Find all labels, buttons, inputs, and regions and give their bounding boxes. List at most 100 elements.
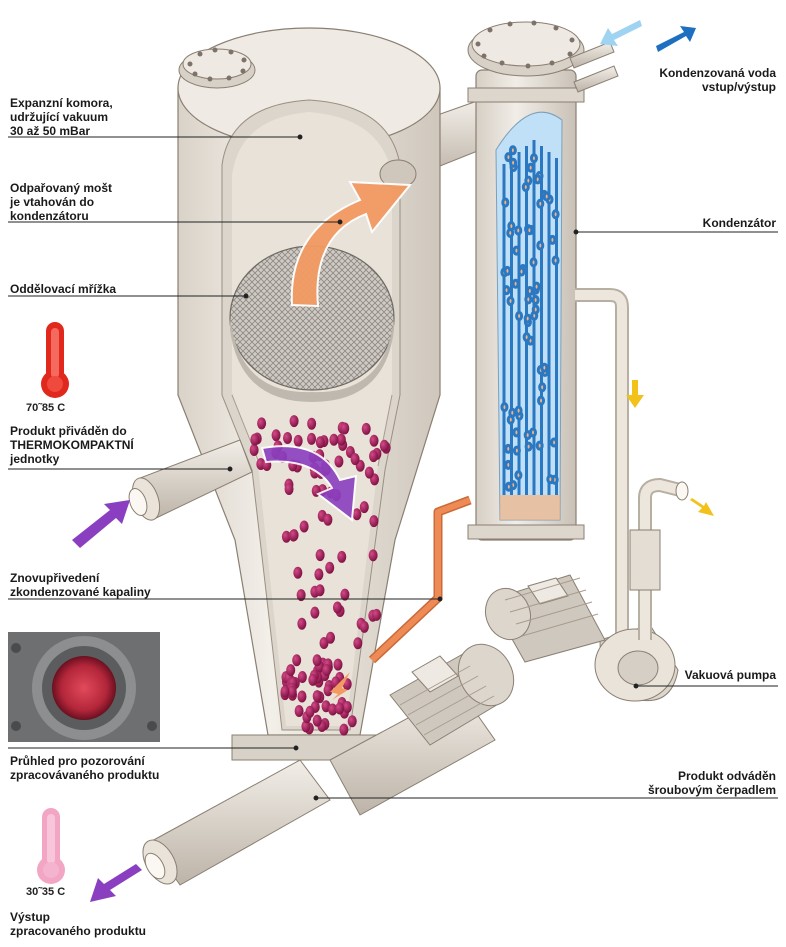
- berry: [369, 434, 379, 447]
- berry: [352, 508, 362, 521]
- label-separation-grid: Oddělovací mřížka: [10, 282, 117, 296]
- condensate-droplet: [529, 427, 538, 438]
- berry: [314, 568, 324, 581]
- berry: [271, 429, 281, 442]
- berry: [280, 685, 290, 698]
- vacuum-pump: [484, 477, 689, 702]
- berry: [281, 530, 291, 543]
- berry: [335, 702, 345, 715]
- condensate-droplet: [525, 285, 534, 296]
- berry: [292, 654, 302, 667]
- condensate-droplet: [511, 278, 520, 289]
- sight-glass-photo: [8, 632, 160, 742]
- condensate-droplet: [514, 470, 523, 481]
- berry: [325, 631, 335, 644]
- berry: [297, 671, 307, 684]
- condensate-droplet: [504, 481, 513, 492]
- condensate-droplet: [521, 182, 530, 193]
- condensate-droplet: [533, 174, 542, 185]
- berry: [315, 584, 325, 597]
- label-recirculation: Znovupřivedení zkondenzované kapaliny: [10, 571, 151, 599]
- berry: [319, 637, 329, 650]
- label-condenser: Kondenzátor: [702, 216, 776, 230]
- condensate-droplet: [548, 234, 557, 245]
- berry: [340, 422, 350, 435]
- condensate-droplet: [536, 240, 545, 251]
- condensate-droplet: [525, 225, 534, 236]
- condensate-droplet: [508, 145, 517, 156]
- label-evaporated-must: Odpařovaný mošt je vtahován do kondenzát…: [10, 181, 113, 223]
- berry: [296, 589, 306, 602]
- berry: [284, 482, 294, 495]
- condensate-droplet: [514, 225, 523, 236]
- berry: [325, 561, 335, 574]
- berry: [336, 433, 346, 446]
- condensate-droplet: [551, 255, 560, 266]
- condenser-unit: [467, 20, 629, 650]
- berry: [368, 549, 378, 562]
- condensate-droplet: [515, 311, 524, 322]
- berry: [339, 723, 349, 736]
- label-sight-glass: Průhled pro pozorování zpracovávaného pr…: [10, 754, 160, 782]
- vacuum-flow-arrow: [626, 380, 644, 408]
- condensate-droplet: [509, 157, 518, 168]
- condensate-droplet: [502, 285, 511, 296]
- berry: [340, 588, 350, 601]
- condensate-droplet: [517, 266, 526, 277]
- condensate-droplet: [531, 294, 540, 305]
- product-flow-arrow: [260, 445, 358, 522]
- berry: [347, 715, 357, 728]
- berry: [307, 417, 317, 430]
- condensate-droplet: [523, 313, 532, 324]
- recirculation-pipe: [368, 495, 472, 664]
- condensate-droplet: [551, 209, 560, 220]
- expansion-tank: [177, 27, 441, 736]
- berry: [361, 422, 371, 435]
- inlet-arrow: [72, 500, 130, 548]
- berry: [350, 453, 360, 466]
- berry: [337, 550, 347, 563]
- berry: [353, 637, 363, 650]
- label-output: Výstup zpracovaného produktu: [10, 910, 147, 938]
- berry: [359, 620, 369, 633]
- condensate-droplet: [504, 443, 513, 454]
- condensate-droplet: [542, 191, 551, 202]
- berry: [342, 701, 352, 714]
- vapor-arrow: [290, 180, 413, 308]
- berry: [323, 684, 333, 697]
- leader-lines: [8, 134, 778, 801]
- berry: [328, 703, 338, 716]
- berry: [283, 431, 293, 444]
- condensate-droplet: [512, 445, 521, 456]
- condensate-droplet: [526, 162, 535, 173]
- label-product-inlet: Produkt přiváděn do THERMOKOMPAKTNÍ jedn…: [10, 424, 134, 466]
- berry: [297, 617, 307, 630]
- berry: [372, 608, 382, 621]
- berry: [323, 513, 333, 526]
- recirculation-arrow: [330, 672, 350, 700]
- condensate-droplet: [512, 427, 521, 438]
- condensate-droplet: [506, 414, 515, 425]
- berry: [293, 434, 303, 447]
- screw-pump: [142, 643, 515, 886]
- condensate-droplet: [522, 332, 531, 343]
- berry: [299, 520, 309, 533]
- condensate-droplet: [504, 152, 513, 163]
- condensate-droplet: [524, 294, 533, 305]
- berry: [305, 705, 315, 718]
- berry: [369, 515, 379, 528]
- berry: [334, 455, 344, 468]
- condensate-droplet: [538, 382, 547, 393]
- water-out-arrow: [656, 26, 696, 52]
- label-vacuum-pump: Vakuová pumpa: [684, 668, 776, 682]
- berry: [286, 664, 296, 677]
- outlet-arrow: [90, 864, 142, 902]
- berry: [250, 433, 260, 446]
- thermometer-cool-icon: [37, 808, 65, 884]
- condensate-droplet: [536, 198, 545, 209]
- label-screw-pump: Produkt odváděn šroubovým čerpadlem: [647, 769, 776, 797]
- thermometer-hot-label: 70˜85 C: [26, 402, 66, 414]
- condensate-droplet: [537, 395, 546, 406]
- berry: [315, 436, 325, 449]
